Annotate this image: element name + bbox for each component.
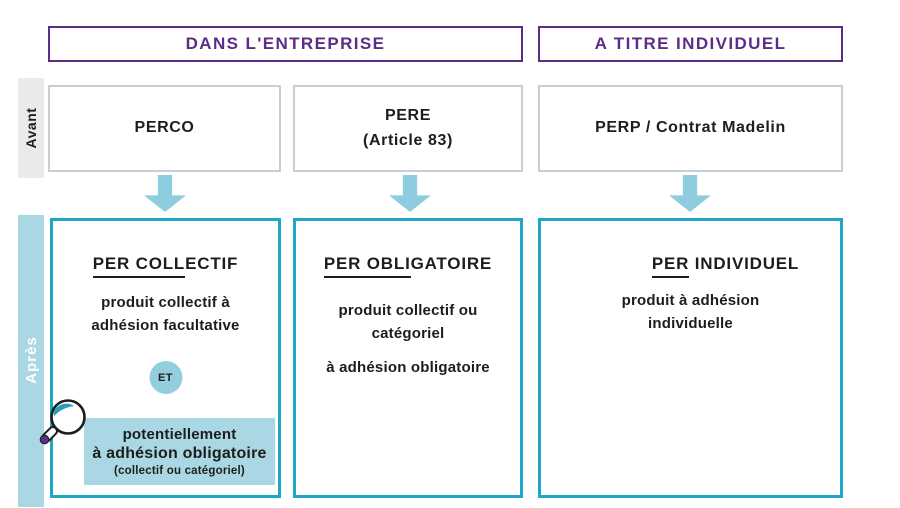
per-individuel-title: PER INDIVIDUEL (576, 254, 875, 278)
down-arrow-icon (144, 175, 186, 212)
box-pere: PERE (Article 83) (293, 85, 523, 172)
box-per-collectif: PER COLLECTIF produit collectif à adhési… (39, 218, 281, 498)
per-obligatoire-title: PER OBLIGATOIRE (296, 254, 520, 278)
per-individuel-description-line1: produit à adhésion (621, 292, 760, 309)
per-collectif-description-line1: produit collectif à (101, 294, 230, 311)
box-per-individuel: PER INDIVIDUEL produit à adhésion indivi… (538, 218, 843, 498)
magnifier-icon (39, 399, 86, 445)
et-badge: ET (149, 361, 182, 394)
highlight-block: potentiellement à adhésion obligatoire (… (84, 418, 275, 485)
per-obligatoire-description: produit collectif ou catégoriel (296, 300, 520, 345)
per-obligatoire-description-line3: à adhésion obligatoire (326, 359, 490, 376)
avant-label: Avant (23, 107, 39, 149)
per-collectif-description: produit collectif à adhésion facultative (53, 292, 278, 337)
per-obligatoire-description-line2: catégoriel (371, 324, 445, 342)
header-titre-individuel: A TITRE INDIVIDUEL (538, 26, 843, 62)
apres-band (18, 215, 44, 507)
per-collectif-title: PER COLLECTIF (53, 254, 278, 278)
highlight-line3: (collectif ou catégoriel) (114, 465, 245, 477)
per-obligatoire-description-line1: produit collectif ou (338, 302, 478, 319)
per-individuel-title-underlined: PER (651, 254, 690, 278)
per-collectif-description-line2: adhésion facultative (91, 316, 240, 334)
per-individuel-description: produit à adhésion individuelle (541, 290, 840, 335)
header-dans-entreprise: DANS L'ENTREPRISE (48, 26, 523, 62)
box-perco-label: PERCO (134, 119, 195, 137)
header-dans-entreprise-label: DANS L'ENTREPRISE (185, 34, 386, 53)
box-perco: PERCO (48, 85, 281, 172)
down-arrow-icon (669, 175, 711, 212)
box-pere-label-line2: (Article 83) (363, 131, 453, 149)
highlight-line1: potentiellement (122, 426, 237, 443)
box-per-obligatoire: PER OBLIGATOIRE produit collectif ou cat… (293, 218, 523, 498)
per-collectif-title-rest: ECTIF (185, 254, 239, 273)
box-perp-madelin: PERP / Contrat Madelin (538, 85, 843, 172)
box-pere-label-line1: PERE (385, 106, 431, 124)
per-individuel-description-line2: individuelle (648, 314, 733, 332)
per-collectif-title-underlined: PER COLL (92, 254, 186, 278)
per-obligatoire-title-underlined: PER OBLI (323, 254, 411, 278)
highlight-line2: à adhésion obligatoire (92, 445, 267, 462)
per-individuel-title-rest: INDIVIDUEL (689, 254, 800, 273)
avant-band (18, 78, 44, 178)
per-obligatoire-title-rest: GATOIRE (410, 254, 493, 273)
down-arrow-icon (389, 175, 431, 212)
box-perp-madelin-label: PERP / Contrat Madelin (595, 119, 786, 137)
header-titre-individuel-label: A TITRE INDIVIDUEL (594, 34, 787, 53)
